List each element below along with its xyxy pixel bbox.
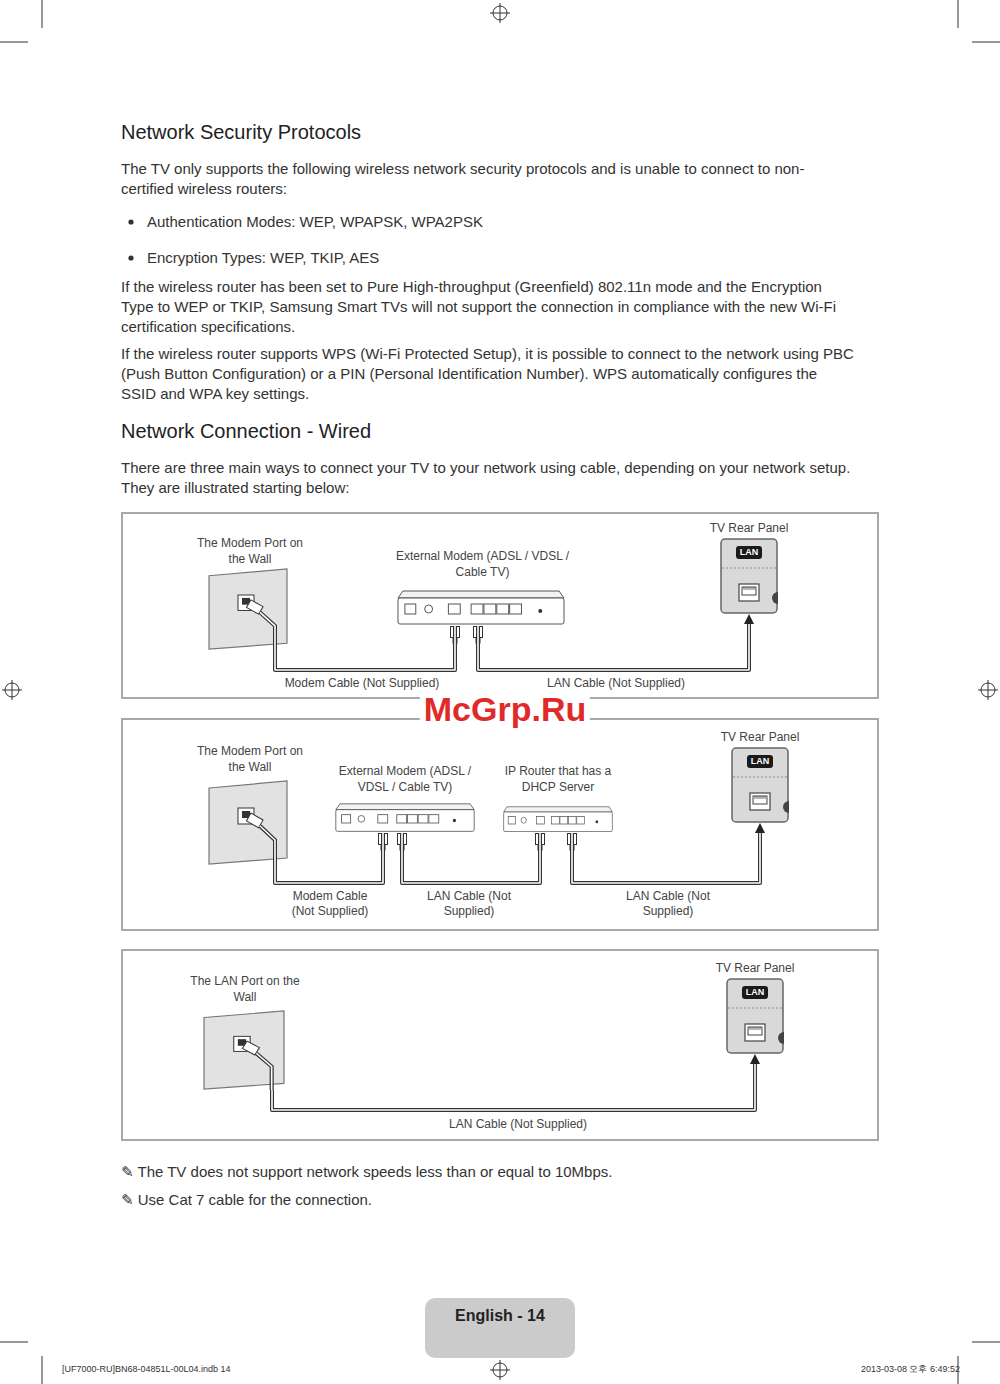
print-info: 2013-03-08 오후 6:49:52: [830, 1364, 960, 1375]
body-paragraph: The TV only supports the following wirel…: [121, 159, 856, 199]
device-label: TV Rear Panel: [709, 960, 801, 976]
bullet-item: Encryption Types: WEP, TKIP, AES: [147, 248, 847, 268]
bullet-item: Authentication Modes: WEP, WPAPSK, WPA2P…: [147, 212, 847, 232]
cable-label: Modem Cable (Not Supplied): [275, 676, 449, 691]
body-paragraph: There are three main ways to connect you…: [121, 458, 866, 498]
cable-label: LAN Cable (Not Supplied): [431, 1117, 605, 1132]
line-art: [209, 781, 287, 865]
cable-line: [272, 1060, 755, 1110]
diagram-panels: [122, 513, 878, 1140]
cable-line: [275, 626, 455, 670]
device-label: External Modem (ADSL / VDSL / Cable TV): [323, 763, 487, 795]
cable-label: LAN Cable (Not Supplied): [620, 889, 716, 919]
line-art: [122, 719, 878, 930]
cable-core: [402, 833, 540, 883]
port-tag: LAN: [736, 546, 762, 559]
cable-line: [402, 833, 540, 883]
cable-label: Modem Cable (Not Supplied): [282, 889, 378, 919]
bullet-dots: [128, 219, 133, 260]
wall-port: The Modem Port on the Wall: [193, 535, 307, 650]
network-device: External Modem (ADSL / VDSL / Cable TV): [393, 548, 572, 626]
cable-label: LAN Cable (Not Supplied): [534, 676, 698, 691]
line-art: [504, 807, 613, 832]
line-art: [122, 513, 878, 698]
tv-rear-panel: TV Rear PanelLAN: [709, 960, 801, 1054]
line-art: [978, 680, 998, 700]
watermark: McGrp.Ru: [420, 690, 590, 728]
line-art: [336, 804, 474, 832]
line-art: [398, 591, 564, 624]
line-art: [122, 950, 878, 1140]
wall-port: The LAN Port on the Wall: [188, 973, 302, 1090]
network-device: External Modem (ADSL / VDSL / Cable TV): [323, 763, 487, 833]
arrow-head: [755, 823, 765, 833]
cable-connector: [275, 833, 383, 883]
cable-core: [478, 620, 749, 670]
cable-core: [275, 833, 383, 883]
arrow-head: [750, 1054, 760, 1064]
port-tag: LAN: [742, 986, 768, 999]
device-label: TV Rear Panel: [714, 729, 806, 745]
line-art: [128, 255, 133, 260]
device-label: TV Rear Panel: [703, 520, 795, 536]
tv-rear-panel: TV Rear PanelLAN: [703, 520, 795, 614]
cable-core: [272, 1060, 755, 1110]
wall-port: The Modem Port on the Wall: [193, 743, 307, 865]
device-label: The LAN Port on the Wall: [188, 973, 302, 1005]
device-label: External Modem (ADSL / VDSL / Cable TV): [393, 548, 572, 580]
line-art: [490, 1360, 510, 1380]
cable-core: [572, 829, 760, 883]
cable-connector: [275, 626, 455, 670]
line-art: [204, 1011, 284, 1090]
line-art: [2, 680, 22, 700]
tv-rear-panel: TV Rear PanelLAN: [714, 729, 806, 823]
page-number: English - 14: [455, 1306, 545, 1326]
section-heading: Network Security Protocols: [121, 120, 361, 144]
cable-connector: [572, 823, 765, 883]
note-text: ✎ Use Cat 7 cable for the connection.: [121, 1190, 856, 1210]
cable-line: [478, 620, 749, 670]
line-art: [128, 219, 133, 224]
cable-core: [275, 626, 455, 670]
device-label: The Modem Port on the Wall: [193, 743, 307, 775]
cable-label: LAN Cable (Not Supplied): [421, 889, 517, 919]
footer-tab: [425, 1298, 575, 1358]
device-illustrations: [204, 539, 795, 1090]
line-art: [732, 748, 795, 822]
print-info: [UF7000-RU]BN68-04851L-00L04.indb 14: [62, 1364, 231, 1375]
device-label: The Modem Port on the Wall: [193, 535, 307, 567]
port-tag: LAN: [747, 755, 773, 768]
network-device: IP Router that has a DHCP Server: [496, 763, 620, 833]
note-text: ✎ The TV does not support network speeds…: [121, 1162, 856, 1182]
line-art: [209, 569, 287, 650]
cable-line: [275, 833, 383, 883]
section-heading: Network Connection - Wired: [121, 419, 856, 443]
line-art: [727, 979, 790, 1053]
cable-line: [572, 829, 760, 883]
cable-connector: [478, 614, 754, 670]
body-paragraph: If the wireless router supports WPS (Wi-…: [121, 344, 856, 404]
line-art: [721, 539, 784, 613]
device-label: IP Router that has a DHCP Server: [496, 763, 620, 795]
line-art: [490, 3, 510, 23]
cable-connector: [272, 1054, 760, 1110]
cable-connector: [402, 833, 540, 883]
arrow-head: [744, 614, 754, 624]
body-paragraph: If the wireless router has been set to P…: [121, 277, 856, 337]
